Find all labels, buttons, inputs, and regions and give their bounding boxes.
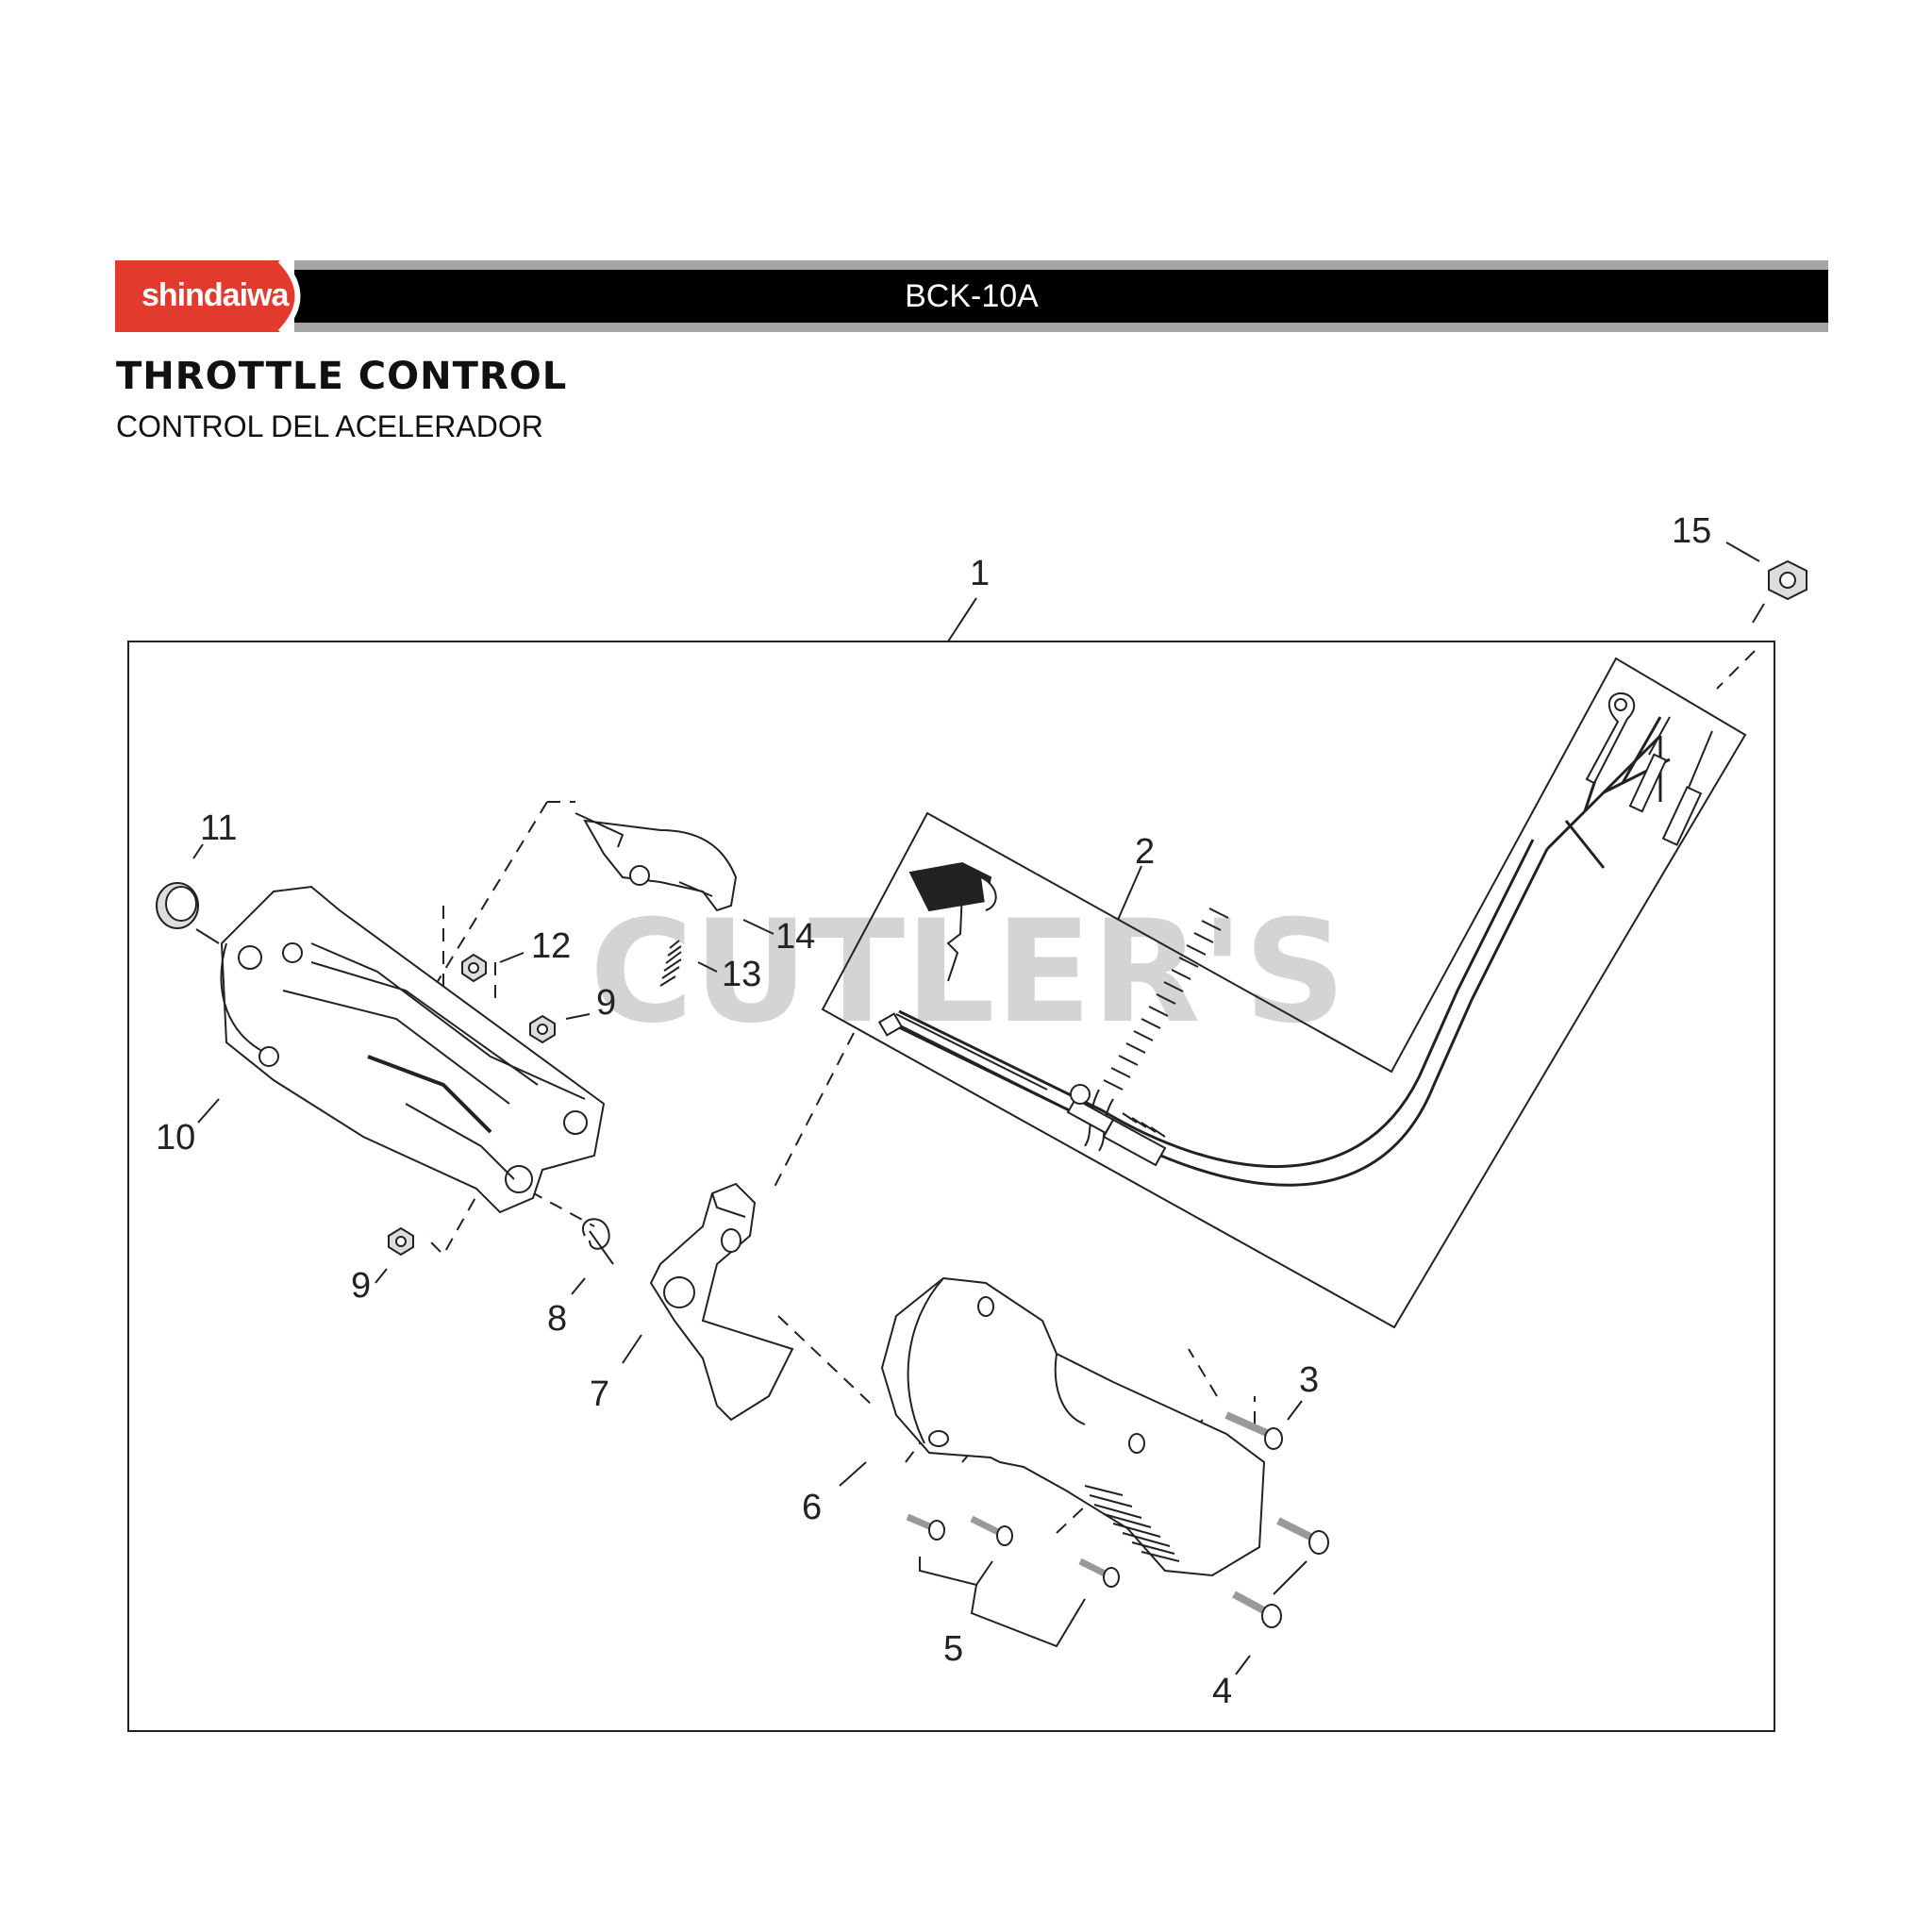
leader-12 xyxy=(499,952,525,963)
callout-3: 3 xyxy=(1299,1360,1319,1400)
callout-7: 7 xyxy=(590,1374,609,1414)
assembly-frame xyxy=(127,641,1775,1732)
brand-logo-shape xyxy=(115,260,301,332)
plug-cap-11 xyxy=(156,882,199,929)
leader-11 xyxy=(192,843,204,859)
leader-11b xyxy=(195,928,220,944)
cable-end-fittings xyxy=(1585,691,1713,846)
stop-switch xyxy=(908,861,997,912)
callout-9-upper: 9 xyxy=(596,983,616,1023)
callout-12: 12 xyxy=(531,926,571,966)
brand-logo: shindaiwa xyxy=(142,277,289,313)
callout-14: 14 xyxy=(775,917,815,957)
screws-5 xyxy=(906,1513,1120,1588)
header-trim-bottom xyxy=(294,323,1828,332)
stop-switch-wire xyxy=(877,891,1091,1105)
cable-boot-bellows xyxy=(1084,908,1229,1152)
model-number: BCK-10A xyxy=(905,278,1039,314)
leader-15 xyxy=(1725,541,1760,562)
cable-sheath-fitting xyxy=(1066,1097,1167,1167)
handle-half-6 xyxy=(880,1276,1266,1577)
spring-13 xyxy=(659,940,682,987)
grip-ribs xyxy=(1084,1485,1180,1562)
leader-6 xyxy=(839,1461,867,1487)
leader-13 xyxy=(697,961,718,973)
leader-8 xyxy=(571,1277,586,1295)
leader-1 xyxy=(947,597,977,642)
nut-9-lower xyxy=(388,1226,414,1257)
callout-11: 11 xyxy=(200,808,237,848)
callout-15: 15 xyxy=(1672,511,1711,551)
leader-3 xyxy=(1287,1400,1303,1421)
leader-10 xyxy=(197,1098,220,1124)
leader-4 xyxy=(1235,1655,1251,1675)
callout-5: 5 xyxy=(943,1629,963,1669)
callout-6: 6 xyxy=(802,1488,822,1527)
leader-7 xyxy=(622,1334,642,1364)
screw-4-upper xyxy=(1276,1517,1329,1555)
leader-4b xyxy=(1273,1560,1307,1595)
callout-13: 13 xyxy=(722,955,761,994)
page-title: THROTTLE CONTROL xyxy=(116,355,568,398)
nut-12 xyxy=(461,953,487,983)
callout-8: 8 xyxy=(547,1299,567,1339)
header-bar xyxy=(294,270,1828,323)
header-band: shindaiwa BCK-10A xyxy=(115,260,1828,332)
screw-3 xyxy=(1224,1411,1283,1450)
leader-2 xyxy=(1117,865,1142,921)
bracket-5 xyxy=(919,1557,1086,1648)
nut-9-upper xyxy=(529,1014,556,1044)
screw-4-lower xyxy=(1232,1591,1282,1628)
callout-1: 1 xyxy=(970,554,990,593)
page-subtitle: CONTROL DEL ACELERADOR xyxy=(116,409,543,443)
callout-4: 4 xyxy=(1212,1672,1232,1711)
nut-15 xyxy=(1768,559,1807,601)
cable-subframe xyxy=(821,657,1747,1329)
callout-10: 10 xyxy=(156,1118,195,1158)
callout-2: 2 xyxy=(1135,832,1155,872)
leader-9-upper xyxy=(565,1013,591,1020)
leader-9-lower xyxy=(375,1268,388,1284)
callout-9-lower: 9 xyxy=(351,1266,371,1306)
leader-15b xyxy=(1752,603,1765,624)
watermark: CUTLER'S xyxy=(590,891,1346,1055)
lock-lever-14 xyxy=(575,812,738,912)
header-trim-top xyxy=(294,260,1828,270)
leader-14 xyxy=(742,919,774,935)
handle-half-10 xyxy=(220,885,606,1214)
throttle-trigger-7 xyxy=(649,1182,794,1422)
torsion-spring-8 xyxy=(582,1218,614,1265)
